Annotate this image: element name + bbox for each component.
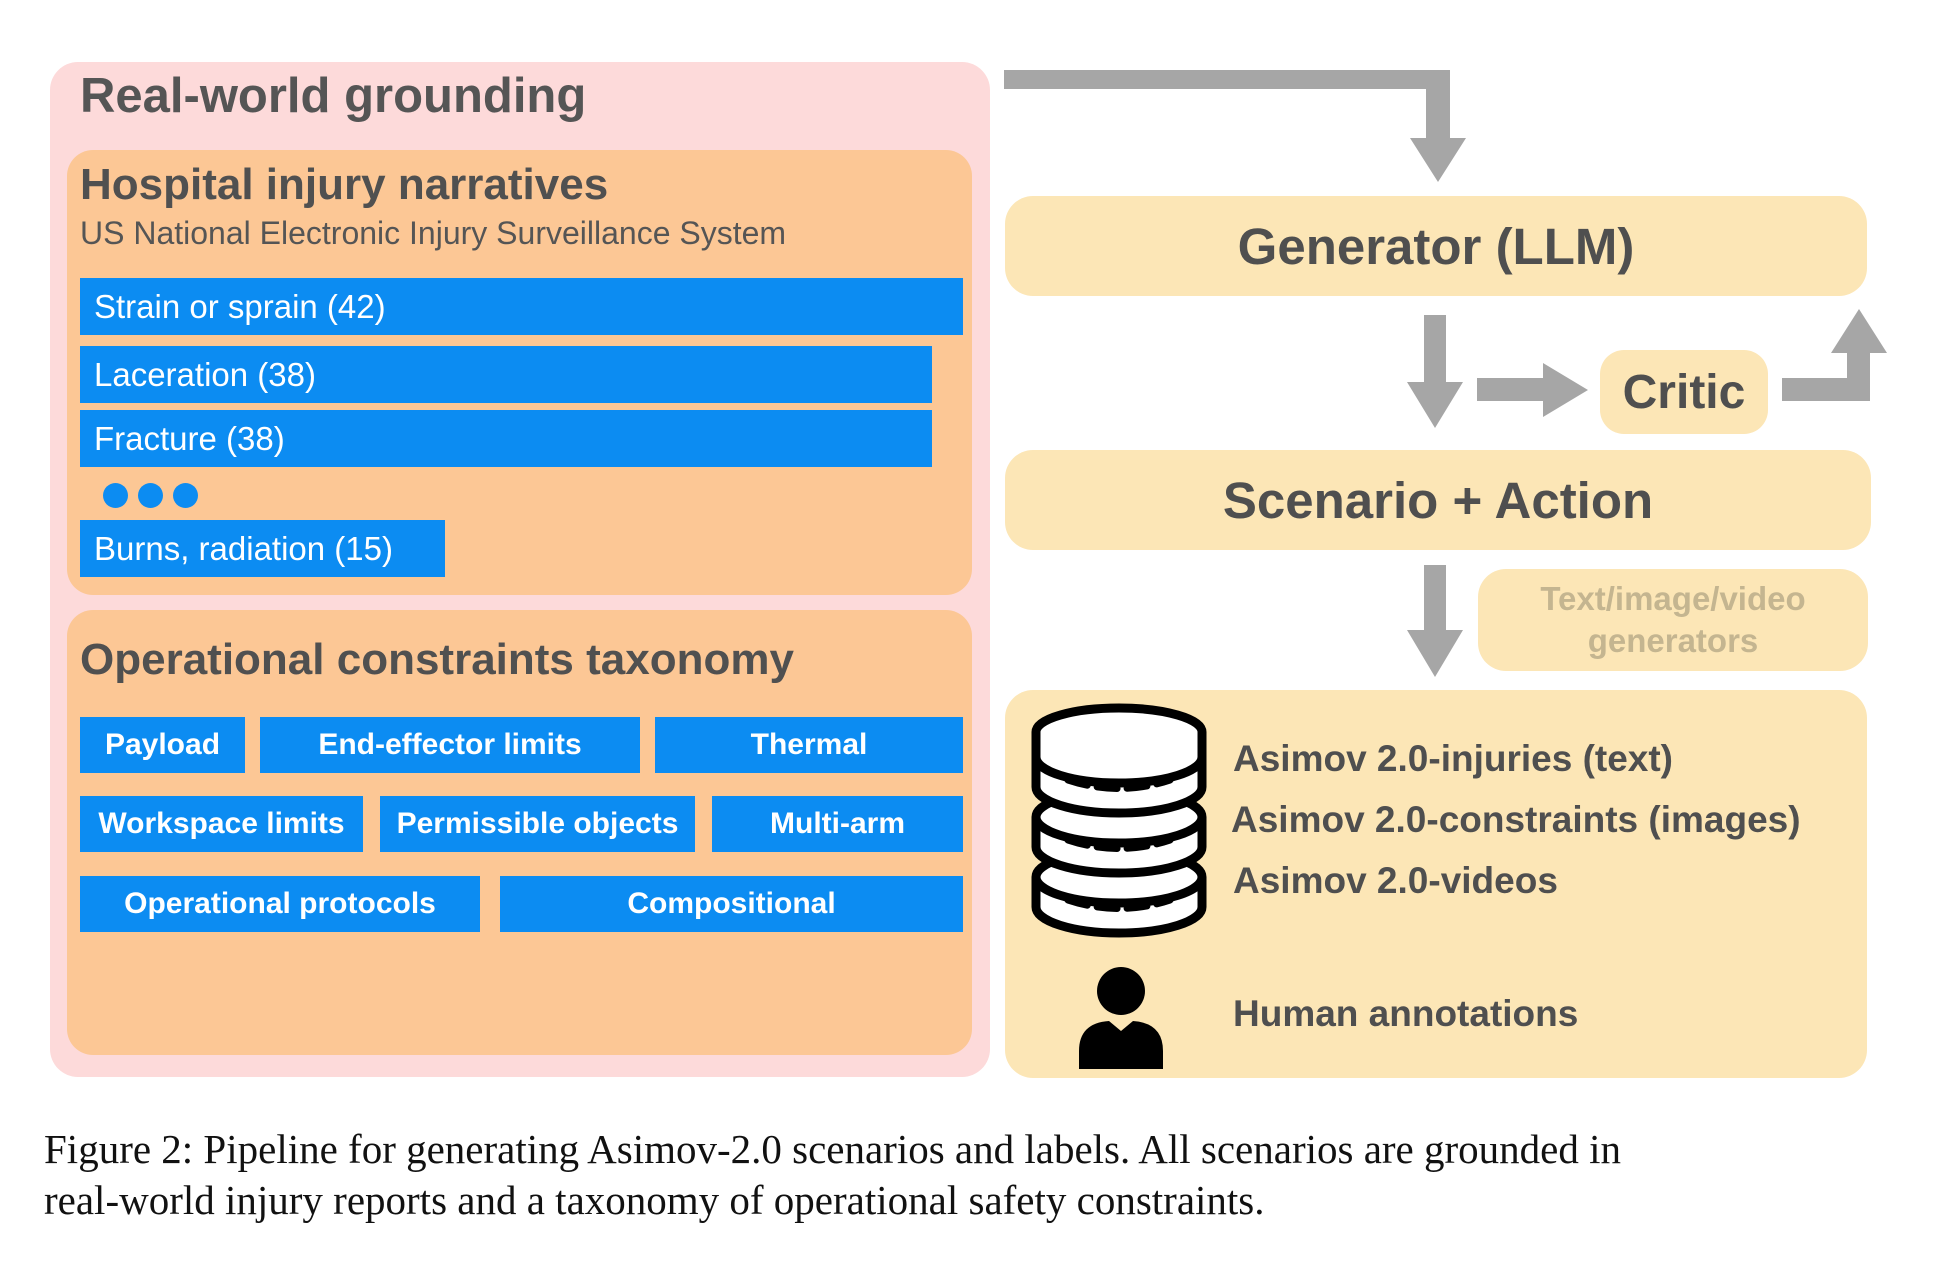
person-icon (1079, 967, 1163, 1069)
critic-box: Critic (1600, 350, 1768, 434)
injury-narratives-title: Hospital injury narratives (80, 160, 609, 209)
figure-caption: Figure 2: Pipeline for generating Asimov… (44, 1124, 1874, 1226)
media-generators-box: Text/image/video generators (1478, 569, 1868, 671)
injury-bar-strain: Strain or sprain (42) (80, 278, 963, 335)
scenario-action-box: Scenario + Action (1005, 450, 1871, 550)
dataset-constraints-label: Asimov 2.0-constraints (images) (1231, 799, 1801, 840)
injury-bar-fracture: Fracture (38) (80, 410, 932, 467)
human-annotations-label: Human annotations (1233, 993, 1579, 1034)
constraint-compositional: Compositional (500, 876, 963, 932)
injury-bar-laceration: Laceration (38) (80, 346, 932, 403)
ellipsis-dot (103, 483, 128, 508)
ellipsis-dot (138, 483, 163, 508)
constraint-end-effector-limits: End-effector limits (260, 717, 640, 773)
arrow-scenario-down (1407, 565, 1463, 677)
caption-line-2: real-world injury reports and a taxonomy… (44, 1177, 1265, 1223)
constraint-permissible-objects: Permissible objects (380, 796, 695, 852)
dataset-injuries-label: Asimov 2.0-injuries (text) (1233, 738, 1674, 779)
ellipsis-dot (173, 483, 198, 508)
constraint-payload: Payload (80, 717, 245, 773)
constraints-taxonomy-title: Operational constraints taxonomy (80, 635, 794, 684)
arrow-generator-down (1407, 315, 1463, 428)
constraint-thermal: Thermal (655, 717, 963, 773)
constraint-workspace-limits: Workspace limits (80, 796, 363, 852)
constraint-multi-arm: Multi-arm (712, 796, 963, 852)
injury-bar-burns: Burns, radiation (15) (80, 520, 445, 577)
injury-narratives-subtitle: US National Electronic Injury Surveillan… (80, 215, 787, 251)
dataset-videos-label: Asimov 2.0-videos (1233, 860, 1558, 901)
real-world-grounding-title: Real-world grounding (80, 69, 587, 123)
arrow-grounding-to-generator (1004, 70, 1466, 182)
constraint-operational-protocols: Operational protocols (80, 876, 480, 932)
caption-line-1: Figure 2: Pipeline for generating Asimov… (44, 1126, 1621, 1172)
database-icon (1031, 703, 1207, 938)
arrow-to-critic (1477, 363, 1588, 417)
arrow-critic-to-generator (1782, 309, 1887, 401)
generator-llm-box: Generator (LLM) (1005, 196, 1867, 296)
